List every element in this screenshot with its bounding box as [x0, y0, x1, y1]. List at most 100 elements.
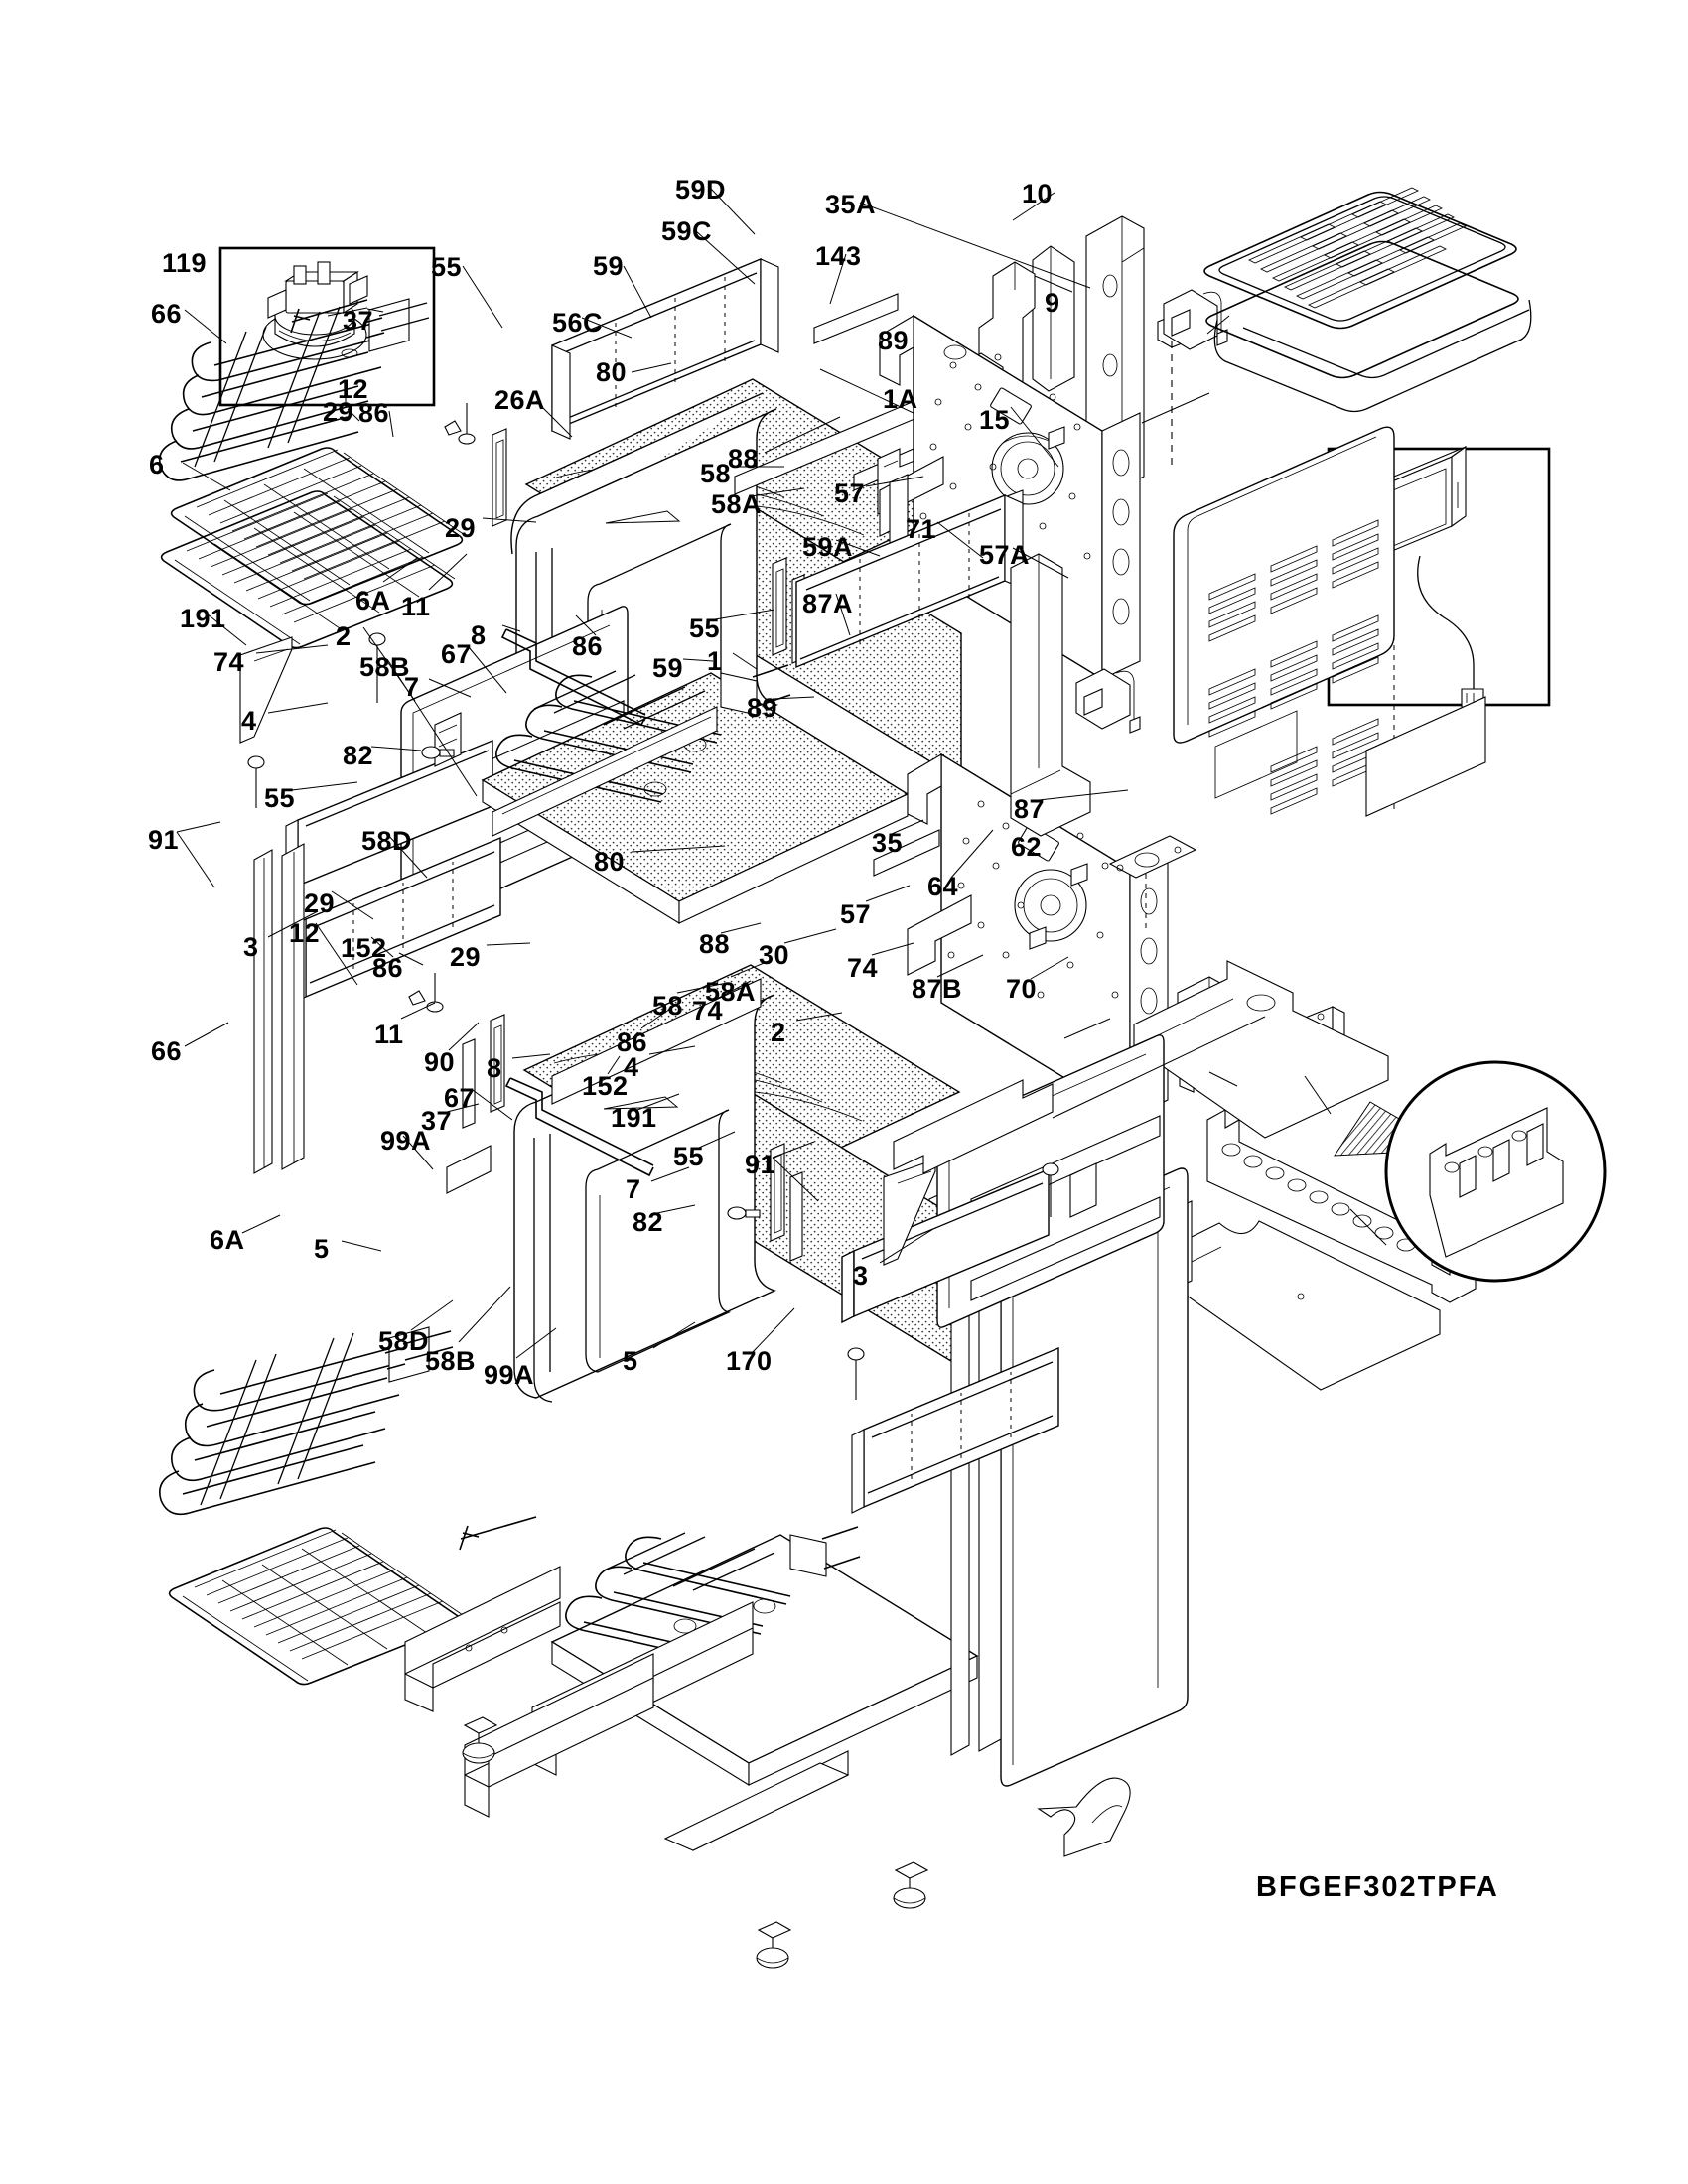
callout-door-lock-motor-89[interactable]: 89 [878, 326, 910, 355]
callout-support-bracket-59[interactable]: 59 [593, 251, 625, 281]
screw-74-b [247, 755, 265, 808]
callout-probe-clip-37[interactable]: 37 [343, 306, 374, 336]
callout-rear-brace-80[interactable]: 80 [596, 357, 628, 387]
wire-harness-channel-70 [1206, 1109, 1477, 1303]
callout-thermal-limiter-119[interactable]: 119 [162, 248, 208, 278]
callout-leveling-leg-5[interactable]: 5 [623, 1346, 638, 1376]
callout-wire-channel-35A[interactable]: 35A [825, 190, 877, 219]
door-lock-motor-upper [1163, 289, 1228, 350]
callout-oven-bottom-7[interactable]: 7 [404, 672, 420, 702]
callout-bottom-frame-rail-99A[interactable]: 99A [380, 1126, 432, 1156]
callout-rear-trim-lower-87B[interactable]: 87B [912, 974, 963, 1004]
callout-side-panel-insulation-55[interactable]: 55 [431, 252, 463, 282]
callout-hinge-receiver-86[interactable]: 86 [372, 953, 404, 983]
callout-side-panel-outer-3[interactable]: 3 [243, 932, 259, 962]
callout-bracket-56C[interactable]: 56C [552, 308, 604, 338]
callout-left-side-panel-2[interactable]: 2 [336, 621, 352, 651]
callout-mounting-plate-87A[interactable]: 87A [802, 589, 854, 618]
callout-side-panel-insulation-55[interactable]: 55 [689, 614, 721, 643]
callout-wire-harness-channel-70[interactable]: 70 [1006, 974, 1038, 1004]
callout-rear-cover-plate-57A[interactable]: 57A [979, 540, 1031, 570]
callout-insulation-strip-58D[interactable]: 58D [378, 1326, 430, 1356]
callout-screw-82[interactable]: 82 [633, 1207, 664, 1237]
callout-cavity-gasket-29[interactable]: 29 [304, 888, 336, 918]
callout-cavity-gasket-29[interactable]: 29 [445, 513, 477, 543]
callout-oven-rack-lower-6A[interactable]: 6A [355, 586, 391, 615]
callout-hinge-pin-152[interactable]: 152 [341, 933, 387, 963]
callout-cavity-gasket-29[interactable]: 29 [450, 942, 482, 972]
callout-rear-brace-80[interactable]: 80 [594, 847, 626, 877]
element-support-8-lower [504, 1077, 654, 1177]
callout-vent-duct-lower-59C[interactable]: 59C [661, 216, 713, 246]
callout-bake-element-67[interactable]: 67 [441, 639, 473, 669]
callout-anti-tip-bracket-170[interactable]: 170 [726, 1346, 773, 1376]
callout-door-gasket-clip-29[interactable]: 29 [323, 397, 354, 427]
callout-probe-clip-37[interactable]: 37 [421, 1106, 453, 1136]
callout-hinge-receiver-86[interactable]: 86 [617, 1027, 648, 1057]
callout-insulation-side-58A[interactable]: 58A [711, 489, 763, 519]
callout-rear-trim-87[interactable]: 87 [1014, 794, 1046, 824]
callout-cavity-support-88[interactable]: 88 [728, 444, 760, 474]
callout-door-lock-motor-89[interactable]: 89 [747, 693, 778, 723]
callout-oven-cavity-liner-11[interactable]: 11 [374, 1020, 404, 1049]
callout-insulation-wrap-58[interactable]: 58 [700, 459, 732, 488]
callout-broil-pan-insert-10[interactable]: 10 [1022, 179, 1054, 208]
vent-tube-59A [1010, 553, 1091, 837]
callout-trim-strip-91[interactable]: 91 [745, 1150, 776, 1179]
callout-oven-rack-6A[interactable]: 6A [210, 1225, 245, 1255]
callout-bake-element-67[interactable]: 67 [444, 1083, 476, 1113]
callout-hinge-receiver-86[interactable]: 86 [572, 631, 604, 661]
callout-anti-tip-gusset-191[interactable]: 191 [180, 604, 226, 633]
callout-rear-panel-71[interactable]: 71 [906, 514, 937, 544]
callout-panel-insulation-4[interactable]: 4 [241, 706, 257, 736]
callout-left-side-panel-2[interactable]: 2 [771, 1018, 786, 1047]
callout-lower-bake-element-66[interactable]: 66 [151, 1036, 183, 1066]
callout-control-board-15[interactable]: 15 [979, 405, 1011, 435]
callout-insulation-side-58A[interactable]: 58A [705, 977, 757, 1007]
callout-side-panel-insulation-55[interactable]: 55 [673, 1142, 705, 1171]
callout-trim-strip-91[interactable]: 91 [148, 825, 180, 855]
callout-element-support-8[interactable]: 8 [487, 1053, 502, 1083]
callout-oven-cavity-top-insulation-26A[interactable]: 26A [494, 385, 546, 415]
callout-bottom-frame-rail-99A[interactable]: 99A [484, 1360, 535, 1390]
rear-cover-plate-57A [1365, 696, 1486, 817]
callout-insulation-strip-58D[interactable]: 58D [361, 826, 413, 856]
callout-upper-bake-element-66[interactable]: 66 [151, 299, 183, 329]
callout-cross-brace-57[interactable]: 57 [840, 899, 872, 929]
callout-hinge-receiver-86[interactable]: 86 [358, 398, 390, 428]
callout-bake-element-support-8[interactable]: 8 [471, 620, 487, 650]
callout-hinge-pin-152[interactable]: 152 [582, 1071, 629, 1101]
callout-insulation-wrap-58[interactable]: 58 [652, 991, 684, 1021]
callout-terminal-block-62[interactable]: 62 [1011, 832, 1043, 862]
callout-oven-rack-6[interactable]: 6 [149, 450, 165, 479]
callout-anti-tip-gusset-191[interactable]: 191 [611, 1103, 657, 1133]
callout-relay-board-64[interactable]: 64 [927, 872, 959, 901]
callout-vent-tube-59A[interactable]: 59A [802, 532, 854, 562]
callout-oven-bottom-7[interactable]: 7 [626, 1174, 641, 1204]
callout-vent-grille-30[interactable]: 30 [759, 940, 790, 970]
callout-leveling-leg-5[interactable]: 5 [314, 1234, 330, 1264]
callout-vent-duct-upper-59D[interactable]: 59D [675, 175, 727, 205]
callout-screw-82[interactable]: 82 [343, 741, 374, 770]
callout-oven-cavity-liner-11[interactable]: 11 [401, 592, 431, 621]
callout-support-bracket-59[interactable]: 59 [652, 653, 684, 683]
callout-cross-brace-57[interactable]: 57 [834, 478, 866, 508]
callout-screw-74[interactable]: 74 [692, 996, 724, 1025]
callout-cavity-support-88[interactable]: 88 [699, 929, 731, 959]
callout-screw-74[interactable]: 74 [847, 953, 879, 983]
leveling-leg-c [756, 1921, 792, 1969]
callout-insulation-blanket-58B[interactable]: 58B [359, 652, 411, 682]
callout-right-side-panel-1A[interactable]: 1A [883, 384, 918, 414]
callout-side-panel-outer-3[interactable]: 3 [853, 1261, 869, 1291]
callout-side-panel-insulation-55[interactable]: 55 [264, 783, 296, 813]
callout-screw-74[interactable]: 74 [213, 647, 245, 677]
callout-ground-clip-143[interactable]: 143 [815, 241, 862, 271]
callout-screw-12[interactable]: 12 [289, 918, 321, 948]
callout-screw-12[interactable]: 12 [338, 374, 369, 404]
callout-panel-insulation-4[interactable]: 4 [624, 1052, 639, 1082]
callout-insulation-blanket-58B[interactable]: 58B [425, 1346, 477, 1376]
callout-right-side-panel-1[interactable]: 1 [707, 646, 723, 676]
callout-door-strike-90[interactable]: 90 [424, 1047, 456, 1077]
callout-wire-cover-35[interactable]: 35 [872, 828, 904, 858]
callout-broil-pan-9[interactable]: 9 [1045, 288, 1060, 318]
